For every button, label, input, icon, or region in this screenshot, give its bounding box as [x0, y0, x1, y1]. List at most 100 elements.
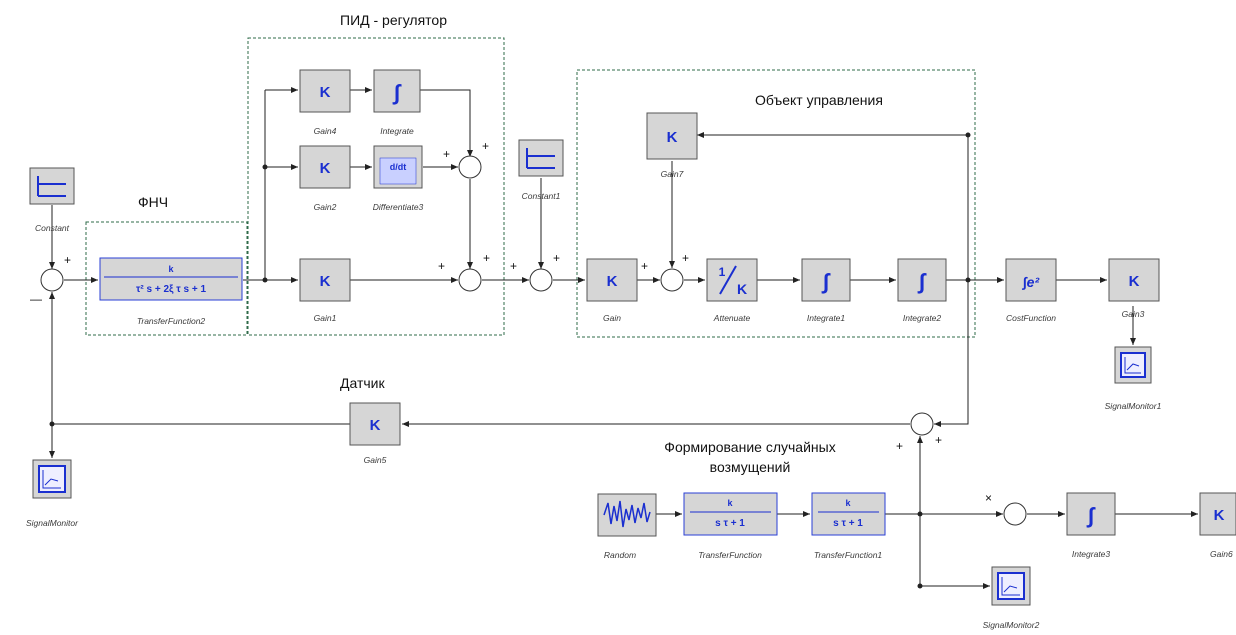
gain5-block[interactable]: K	[349, 402, 401, 446]
random-block[interactable]	[597, 493, 657, 537]
integrate2-label: Integrate2	[903, 313, 942, 323]
integrate1-label: Integrate1	[807, 313, 846, 323]
sum-junction-pid-1[interactable]	[458, 155, 482, 179]
integral-icon: ∫	[392, 80, 402, 105]
gain5-symbol: K	[370, 417, 381, 434]
cost-symbol: ∫e²	[1022, 274, 1040, 290]
integrate3-label: Integrate3	[1072, 549, 1111, 559]
tf-denominator: s τ + 1	[715, 518, 745, 529]
sign-plus: +	[641, 259, 648, 273]
gain3-label: Gain3	[1122, 309, 1145, 319]
tf2-numerator: k	[168, 264, 174, 274]
lpf-region-frame	[85, 221, 248, 336]
junction-dot	[262, 277, 268, 283]
pid-region-label: ПИД - регулятор	[340, 12, 447, 28]
gain2-symbol: K	[320, 160, 331, 177]
gain-block[interactable]: K	[586, 258, 638, 302]
random-label: Random	[604, 550, 636, 560]
gain-label: Gain	[603, 313, 621, 323]
derivative-icon: d/dt	[390, 162, 407, 172]
gain6-label: Gain6	[1210, 549, 1233, 559]
transfer-function2-block[interactable]: k τ² s + 2ξ τ s + 1	[99, 257, 243, 301]
lpf-region-label: ФНЧ	[138, 194, 168, 210]
sum-junction-plant[interactable]	[660, 268, 684, 292]
wire-noise-monitor2-branch	[919, 514, 930, 587]
disturbance-region-label-line2: возмущений	[710, 459, 791, 475]
gain1-symbol: K	[320, 273, 331, 290]
noise-icon	[603, 500, 651, 528]
tf1-denominator: s τ + 1	[833, 518, 863, 529]
attenuate-numerator: 1	[719, 265, 726, 279]
plant-region-frame	[576, 69, 976, 338]
tf2-denominator: τ² s + 2ξ τ s + 1	[136, 284, 207, 295]
junction-dot	[262, 164, 268, 170]
junction-dot	[917, 583, 923, 589]
sign-plus: +	[438, 259, 445, 273]
cost-function-block[interactable]: ∫e²	[1005, 258, 1057, 302]
monitor-icon	[1001, 577, 1020, 596]
sign-plus: +	[443, 147, 450, 161]
transfer-function1-label: TransferFunction1	[814, 550, 883, 560]
gain1-block[interactable]: K	[299, 258, 351, 302]
sign-plus: +	[553, 251, 560, 265]
integrate-label: Integrate	[380, 126, 414, 136]
signal-monitor2-block[interactable]	[991, 566, 1031, 606]
gain2-block[interactable]: K	[299, 145, 351, 189]
integral-icon: ∫	[1086, 503, 1096, 528]
signal-monitor2-label: SignalMonitor2	[983, 620, 1040, 630]
signal-monitor-block[interactable]	[32, 459, 72, 499]
gain-symbol: K	[607, 273, 618, 290]
tf1-numerator: k	[845, 498, 851, 508]
sum-junction-noise[interactable]	[1003, 502, 1027, 526]
sign-plus: +	[482, 139, 489, 153]
constant-label: Constant	[35, 223, 70, 233]
constant-icon	[526, 148, 555, 169]
sum-junction-input[interactable]	[40, 268, 64, 292]
sign-plus: +	[896, 439, 903, 453]
sign-plus: +	[935, 433, 942, 447]
gain4-symbol: K	[320, 84, 331, 101]
integrate3-block[interactable]: ∫	[1066, 492, 1116, 536]
transfer-function2-label: TransferFunction2	[137, 316, 206, 326]
junction-dot	[965, 132, 971, 138]
sum-junction-sensor[interactable]	[910, 412, 934, 436]
gain2-label: Gain2	[314, 202, 337, 212]
constant-icon	[37, 176, 66, 197]
disturbance-region-label-line1: Формирование случайных	[664, 439, 835, 455]
sensor-region-label: Датчик	[340, 375, 385, 391]
integrate1-block[interactable]: ∫	[801, 258, 851, 302]
gain6-symbol: K	[1214, 507, 1225, 524]
gain3-block[interactable]: K	[1108, 258, 1160, 302]
signal-monitor-label: SignalMonitor	[26, 518, 79, 528]
constant1-label: Constant1	[522, 191, 561, 201]
sum-junction-pid-2[interactable]	[458, 268, 482, 292]
transfer-function-block[interactable]: k s τ + 1	[683, 492, 778, 536]
integrate2-block[interactable]: ∫	[897, 258, 947, 302]
gain7-block[interactable]: K	[646, 112, 698, 160]
gain6-block[interactable]: K	[1199, 492, 1236, 536]
signal-monitor1-label: SignalMonitor1	[1105, 401, 1162, 411]
differentiate3-block[interactable]: d/dt	[373, 145, 423, 189]
transfer-function-label: TransferFunction	[698, 550, 762, 560]
integrate-block[interactable]: ∫	[373, 69, 421, 113]
monitor-icon	[1124, 357, 1141, 374]
signal-monitor1-block[interactable]	[1114, 346, 1152, 384]
integral-icon: ∫	[821, 269, 831, 294]
gain5-label: Gain5	[364, 455, 387, 465]
integral-icon: ∫	[917, 269, 927, 294]
sum-junction-constant1[interactable]	[529, 268, 553, 292]
sign-plus: +	[682, 251, 689, 265]
junction-dot	[49, 421, 55, 427]
gain4-block[interactable]: K	[299, 69, 351, 113]
monitor-icon	[42, 470, 61, 489]
transfer-function1-block[interactable]: k s τ + 1	[811, 492, 886, 536]
attenuate-label: Attenuate	[713, 313, 751, 323]
constant1-block[interactable]	[518, 139, 564, 177]
constant-block[interactable]	[29, 167, 75, 205]
attenuate-block[interactable]: 1 K	[706, 258, 758, 302]
sign-plus: +	[64, 253, 71, 267]
sign-minus: —	[30, 292, 42, 306]
junction-dot	[917, 511, 923, 517]
attenuate-denominator: K	[737, 281, 747, 297]
gain1-label: Gain1	[314, 313, 337, 323]
